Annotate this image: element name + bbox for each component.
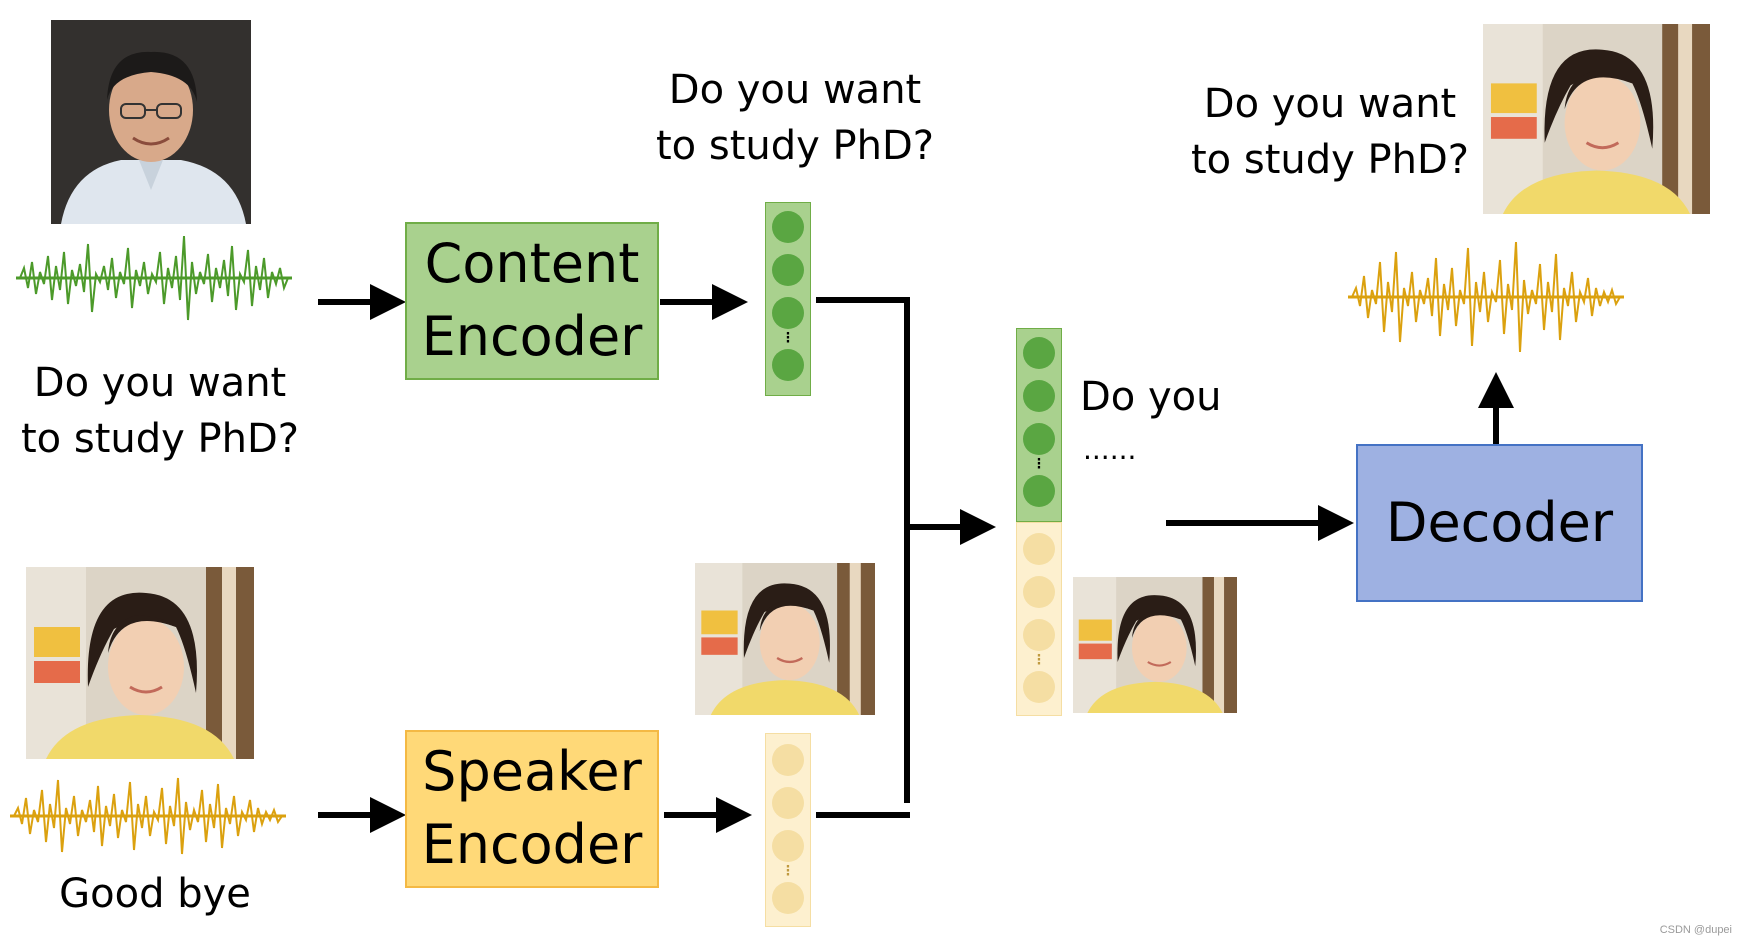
speaker-vector-dot	[772, 830, 804, 862]
output-waveform-icon	[1348, 222, 1624, 372]
content-encoder-input-text: Do you want to study PhD?	[655, 67, 935, 169]
speaker-vector-dot	[772, 744, 804, 776]
combined-speaker-ellipsis: ···	[1036, 649, 1042, 672]
decoder-block: Decoder	[1356, 444, 1643, 602]
reference-speaker-photo	[26, 567, 254, 759]
content-encoder-block: Content Encoder	[405, 222, 659, 380]
combined-content-dot	[1023, 380, 1055, 412]
combined-content-dot	[1023, 337, 1055, 369]
combined-speaker-dot	[1023, 533, 1055, 565]
target-speaker-photo	[1483, 24, 1710, 214]
content-vector-dot	[772, 211, 804, 243]
combined-speaker-vector: ···	[1016, 522, 1062, 716]
source-speaker-photo	[51, 20, 251, 224]
combined-content-ellipsis: ···	[1036, 453, 1042, 476]
combined-speaker-dot	[1023, 576, 1055, 608]
source-utterance-text: Do you want to study PhD?	[20, 360, 300, 462]
content-vector-dot	[772, 349, 804, 381]
speaker-vector: ···	[765, 733, 811, 927]
content-merge-line	[816, 297, 910, 803]
speaker-encoder-block: Speaker Encoder	[405, 730, 659, 888]
combined-speaker-dot	[1023, 671, 1055, 703]
speaker-vector-dot	[772, 787, 804, 819]
combined-speaker-photo	[1073, 577, 1237, 713]
speaker-vector-dot	[772, 882, 804, 914]
combined-content-vector: ···	[1016, 328, 1062, 522]
combined-ellipsis-text: ......	[1083, 433, 1137, 466]
combined-content-text: Do you	[1080, 374, 1222, 420]
combined-content-dot	[1023, 475, 1055, 507]
speaker-embedding-photo	[695, 563, 875, 715]
watermark-text: CSDN @dupei	[1659, 924, 1732, 936]
content-vector-dot	[772, 254, 804, 286]
content-vector-dot	[772, 297, 804, 329]
source-waveform-icon	[16, 222, 292, 334]
content-vector: ···	[765, 202, 811, 396]
combined-content-dot	[1023, 423, 1055, 455]
reference-utterance-text: Good bye	[59, 871, 251, 917]
output-utterance-text: Do you want to study PhD?	[1190, 81, 1470, 183]
combined-speaker-dot	[1023, 619, 1055, 651]
reference-waveform-icon	[10, 760, 286, 872]
speaker-vector-ellipsis: ···	[785, 860, 791, 883]
content-vector-ellipsis: ···	[785, 327, 791, 350]
